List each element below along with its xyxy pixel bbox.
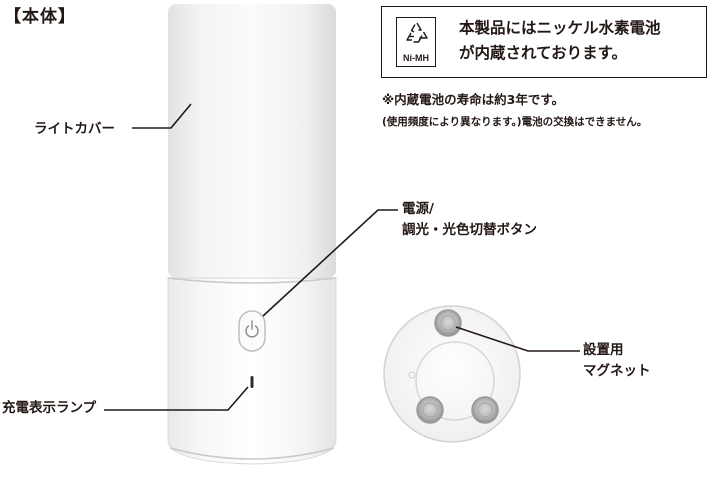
magnet-right-inner [477, 402, 493, 418]
bottom-center-ring [415, 341, 495, 421]
leader-line-power [262, 209, 398, 317]
battery-replacement-note: (使用頻度により異なります。)電池の交換はできません。 [382, 116, 648, 128]
power-icon [245, 320, 259, 338]
magnet-right [471, 396, 499, 424]
recycle-icon [406, 22, 428, 43]
lamp-base [167, 277, 337, 465]
leader-line-magnet [455, 326, 580, 352]
battery-notice-text: 本製品にはニッケル水素電池 が内蔵されております。 [459, 16, 661, 66]
label-power-line1: 電源/ [402, 201, 434, 217]
magnet-top [434, 309, 462, 337]
bottom-view [383, 305, 521, 443]
label-magnet-line2: マグネット [583, 363, 651, 379]
label-power-line2: 調光・光色切替ボタン [402, 222, 537, 238]
leader-line-charge-lamp [104, 386, 249, 411]
lamp-body [167, 4, 337, 465]
magnet-top-inner [440, 315, 456, 331]
battery-notice-line2: が内蔵されております。 [459, 44, 628, 62]
power-button[interactable] [238, 310, 266, 352]
magnet-left-inner [422, 402, 438, 418]
label-light-cover: ライトカバー [34, 121, 115, 137]
label-charge-lamp: 充電表示ランプ [2, 400, 97, 416]
base-seam [167, 277, 337, 284]
battery-notice-box: Ni-MH 本製品にはニッケル水素電池 が内蔵されております。 [381, 6, 707, 78]
magnet-left [416, 396, 444, 424]
leader-line-light-cover [132, 103, 192, 129]
recycle-mark: Ni-MH [396, 17, 436, 67]
light-cover [168, 4, 336, 278]
label-magnet-line1: 設置用 [583, 342, 624, 358]
base-bottom-ring [169, 447, 335, 460]
label-power-button: 電源/ 調光・光色切替ボタン [402, 199, 537, 241]
battery-life-note: ※内蔵電池の寿命は約3年です。 [382, 92, 565, 107]
recycle-code: Ni-MH [403, 53, 429, 63]
charge-indicator-lamp [250, 376, 254, 388]
bottom-marking-dot [408, 371, 416, 379]
battery-notice-line1: 本製品にはニッケル水素電池 [459, 19, 661, 37]
section-title: 【本体】 [4, 7, 76, 27]
label-magnet: 設置用 マグネット [583, 340, 651, 382]
